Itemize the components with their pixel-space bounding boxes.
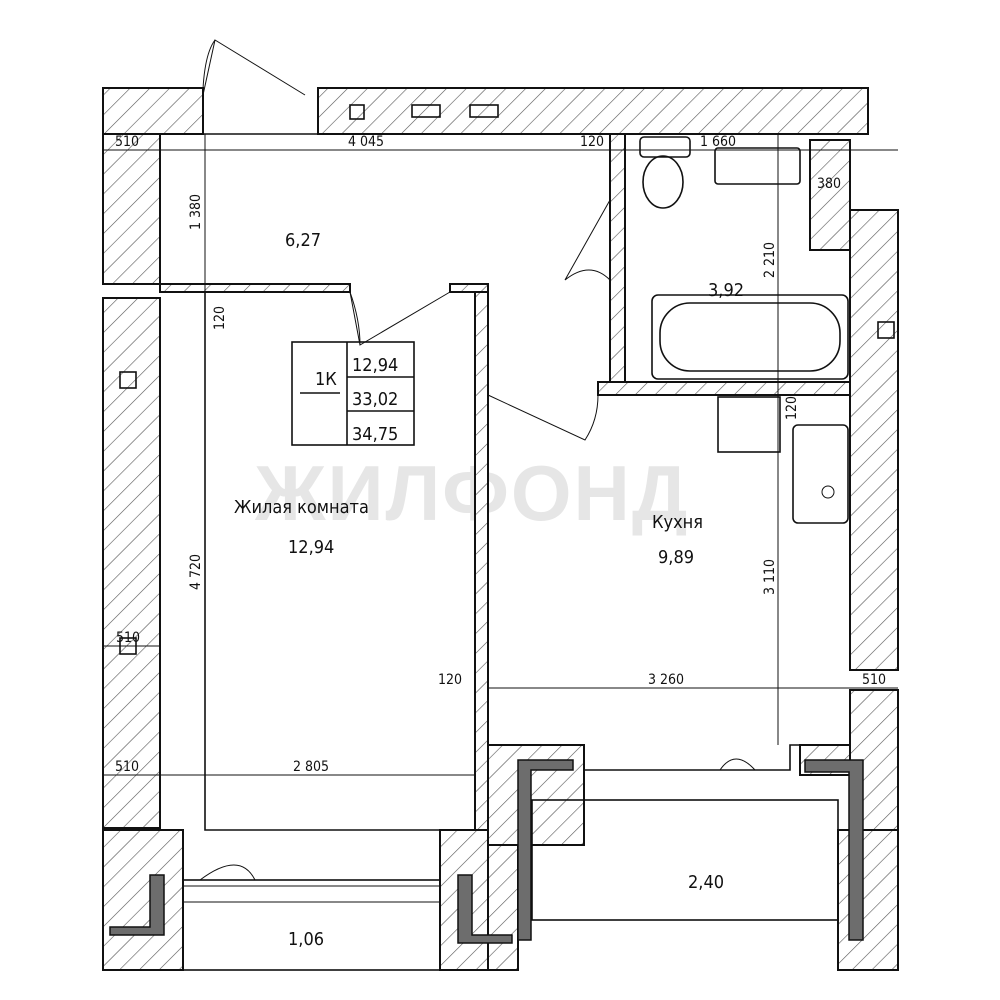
balcony-walls bbox=[109, 759, 864, 944]
dim-bath-depth: 2 210 bbox=[762, 242, 778, 278]
apartment-summary: 1К 12,94 33,02 34,75 bbox=[291, 341, 415, 446]
doors bbox=[199, 39, 756, 881]
kitchen-area: 9,89 bbox=[658, 547, 694, 568]
hall-area: 6,27 bbox=[285, 230, 321, 251]
dim-bath-side: 380 bbox=[817, 176, 841, 192]
dim-kitchen-left-partition: 120 bbox=[438, 672, 462, 688]
dimension-lines bbox=[103, 134, 898, 830]
living-area-total: 12,94 bbox=[352, 355, 398, 376]
washbasin-icon bbox=[714, 147, 801, 185]
bathroom-area: 3,92 bbox=[708, 280, 744, 301]
total-area: 33,02 bbox=[352, 389, 398, 410]
apartment-type: 1К bbox=[315, 369, 337, 390]
bathtub-icon bbox=[651, 294, 849, 380]
dim-kitchen-depth: 3 110 bbox=[762, 559, 778, 595]
dim-partition-left: 120 bbox=[212, 306, 228, 330]
living-room-area: 12,94 bbox=[288, 537, 334, 558]
balcony-right-area: 2,40 bbox=[688, 872, 724, 893]
vent-icon bbox=[119, 371, 137, 389]
dim-living-width: 2 805 bbox=[293, 759, 329, 775]
dim-hall-depth: 1 380 bbox=[188, 194, 204, 230]
fixtures bbox=[119, 104, 895, 655]
dim-hall-width: 4 045 bbox=[348, 134, 384, 150]
dim-bottom-left-wall: 510 bbox=[115, 759, 139, 775]
toilet-icon bbox=[642, 155, 684, 209]
dim-left-wall-mid: 510 bbox=[116, 630, 140, 646]
vent-icon bbox=[349, 104, 365, 120]
dim-kitchen-partition: 120 bbox=[784, 396, 800, 420]
dim-top-left-wall: 510 bbox=[115, 134, 139, 150]
dim-kitchen-width: 3 260 bbox=[648, 672, 684, 688]
balcony-left-area: 1,06 bbox=[288, 929, 324, 950]
stove-icon bbox=[717, 396, 781, 453]
dimension-labels: 510 4 045 120 1 660 380 1 380 120 2 210 … bbox=[115, 134, 886, 775]
toilet-tank bbox=[639, 136, 691, 158]
kitchen-name: Кухня bbox=[652, 512, 703, 533]
dim-partition-top: 120 bbox=[580, 134, 604, 150]
room-labels: 6,27 3,92 Жилая комната 12,94 Кухня 9,89… bbox=[234, 230, 744, 950]
dim-right-wall: 510 bbox=[862, 672, 886, 688]
dim-bath-width: 1 660 bbox=[700, 134, 736, 150]
dim-living-depth: 4 720 bbox=[188, 554, 204, 590]
living-room-name: Жилая комната bbox=[234, 497, 369, 518]
total-area-with-balcony: 34,75 bbox=[352, 424, 398, 445]
sink-icon bbox=[792, 424, 849, 524]
watermark: ЖИЛФОНД bbox=[254, 449, 689, 537]
